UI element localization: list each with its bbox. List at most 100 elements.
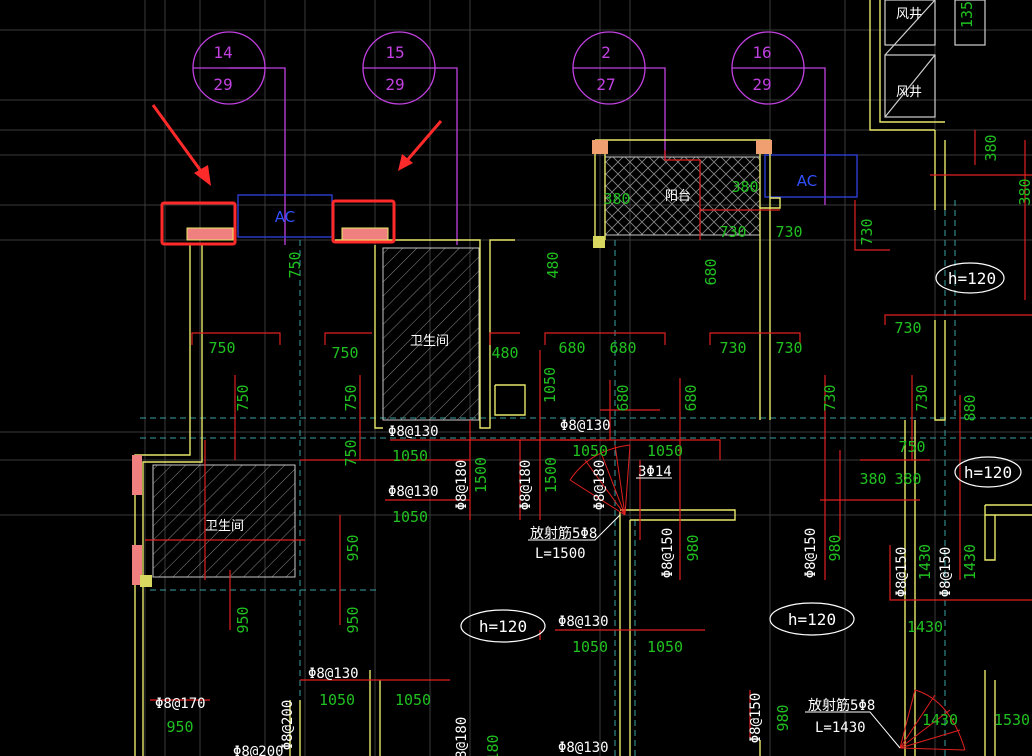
dim-1050: 1050 [395, 691, 431, 709]
dim-380: 380 [982, 134, 1000, 161]
radial-leaders [528, 477, 901, 749]
bathroom-label-2: 卫生间 [205, 519, 244, 534]
highlight-box-2 [331, 199, 396, 244]
dim-1050: 1050 [572, 442, 608, 460]
rebar-label: Φ8@150 [803, 528, 819, 579]
rebar-label: Φ8@180 [518, 460, 534, 511]
slab-thickness-labels: h=120 h=120 h=120 h=120 [479, 269, 1012, 636]
dim-1430: 1430 [916, 544, 934, 580]
slab-h-3: h=120 [479, 617, 527, 636]
slab-h-4: h=120 [788, 610, 836, 629]
rebar-label: Φ8@170 [155, 696, 206, 712]
dim-730: 730 [775, 223, 802, 241]
rebar-label: Φ8@150 [894, 547, 910, 598]
columns [132, 140, 772, 587]
callout-1-bottom: 29 [213, 75, 232, 94]
rebar-label: Φ8@150 [660, 528, 676, 579]
radial-rebar-length-1: L=1500 [535, 546, 586, 562]
dim-480: 480 [491, 344, 518, 362]
radial-rebar-1 [569, 444, 631, 516]
dim-950: 950 [234, 606, 252, 633]
rebar-label: Φ8@130 [558, 740, 609, 756]
dim-750: 750 [342, 439, 360, 466]
dim-980: 980 [774, 704, 792, 731]
dim-730: 730 [821, 384, 839, 411]
dim-1530: 1530 [994, 711, 1030, 729]
dim-680: 680 [682, 384, 700, 411]
arrow-heads [194, 154, 413, 186]
dim-680: 680 [702, 258, 720, 285]
dim-750: 750 [286, 251, 304, 278]
callout-1-top: 14 [213, 43, 232, 62]
dim-380: 380 [1016, 178, 1032, 205]
dim-980: 980 [684, 534, 702, 561]
dim-1050: 1050 [541, 367, 559, 403]
wind-shaft-label-2: 风井 [896, 85, 922, 100]
ac-label-1: AC [275, 208, 295, 226]
rebar-lines [145, 130, 1032, 740]
balcony-label: 阳台 [665, 189, 691, 204]
dim-380: 380 [603, 190, 630, 208]
slab-h-2: h=120 [964, 463, 1012, 482]
dim-730: 730 [858, 218, 876, 245]
dim-680: 680 [609, 339, 636, 357]
ac-unit-2 [764, 154, 858, 198]
dim-380: 380 [894, 470, 921, 488]
dim-730: 730 [775, 339, 802, 357]
callout-4-bottom: 29 [752, 75, 771, 94]
dim-1430: 1430 [907, 618, 943, 636]
rebar-annotations: Φ8@130 Φ8@130 Φ8@130 Φ8@130 Φ8@130 Φ8@13… [155, 418, 875, 756]
callout-texts: 14 29 15 29 2 27 16 29 [213, 43, 771, 94]
radial-rebar-length-2: L=1430 [815, 720, 866, 736]
callout-3-top: 2 [601, 43, 611, 62]
dim-1050: 1050 [392, 508, 428, 526]
rebar-label: Φ8@180 [454, 460, 470, 511]
callout-bubbles [192, 31, 826, 245]
highlight-arrow-1 [151, 104, 208, 179]
bathroom-2-slab [152, 464, 296, 578]
dim-1500: 1500 [542, 457, 560, 493]
dim-950: 950 [344, 534, 362, 561]
radial-rebar-label-2: 放射筋5Φ8 [808, 697, 875, 714]
dim-380: 380 [859, 470, 886, 488]
arrow-head-2 [398, 154, 413, 171]
highlight-box-1 [160, 201, 237, 246]
dim-750: 750 [208, 339, 235, 357]
dim-1050: 1050 [647, 638, 683, 656]
dim-950: 950 [166, 718, 193, 736]
red-highlight-annotations [151, 104, 443, 246]
dim-380: 380 [731, 178, 758, 196]
highlight-arrow-2 [402, 120, 443, 165]
room-labels: 风井 风井 阳台 卫生间 卫生间 [205, 7, 922, 534]
callout-3-bottom: 27 [596, 75, 615, 94]
wind-shaft-label-1: 风井 [896, 7, 922, 22]
dim-750: 750 [898, 438, 925, 456]
dim-1050: 1050 [319, 691, 355, 709]
balcony-slab [604, 156, 761, 236]
dim-750: 750 [234, 384, 252, 411]
walls [134, 0, 1032, 756]
dim-680: 680 [614, 384, 632, 411]
rebar-label: Φ8@130 [388, 484, 439, 500]
rebar-label: Φ8@150 [938, 547, 954, 598]
dim-880: 880 [961, 394, 979, 421]
ac-label-2: AC [797, 172, 817, 190]
dim-1050: 1050 [392, 447, 428, 465]
radial-rebar-2 [899, 689, 966, 751]
dim-1430: 1430 [961, 544, 979, 580]
dim-730: 730 [719, 223, 746, 241]
rebar-label: Φ8@130 [388, 424, 439, 440]
dim-730: 730 [894, 319, 921, 337]
dim-480: 480 [544, 251, 562, 278]
dim-750: 750 [342, 384, 360, 411]
callout-2-bottom: 29 [385, 75, 404, 94]
slab-h-1: h=120 [948, 269, 996, 288]
rebar-annotations-vertical: Φ8@180 Φ8@180 Φ8@180 Φ8@180 Φ8@150 Φ8@15… [280, 460, 954, 756]
shaft-boxes [884, 0, 986, 118]
dimension-labels-vertical: 750 750 750 750 480 680 680 680 730 730 … [234, 0, 1032, 756]
rebar-label: Φ8@180 [454, 717, 470, 756]
rebar-label: Φ8@130 [558, 614, 609, 630]
